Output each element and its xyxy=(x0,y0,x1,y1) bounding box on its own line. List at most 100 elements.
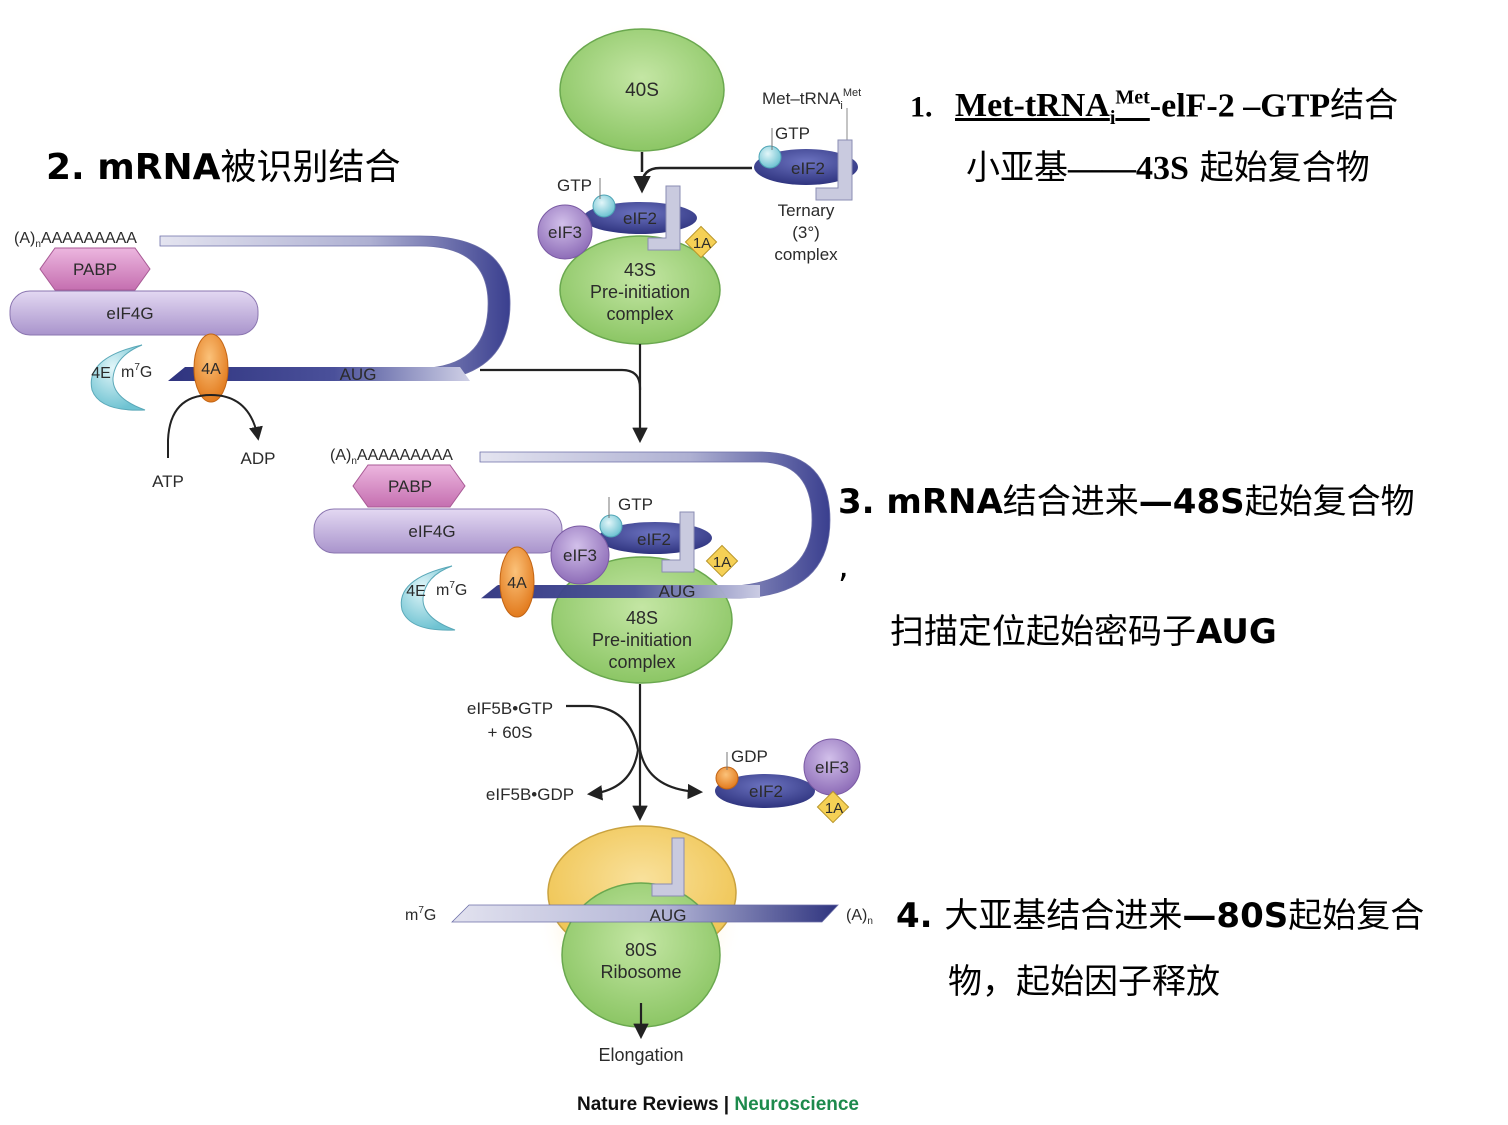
eif4a-2-label: 4A xyxy=(201,361,221,378)
note-step1: 1. Met-tRNAiMet-elF-2 –GTP结合 小亚基——43S 起始… xyxy=(910,78,1398,189)
released-gdp-ball xyxy=(715,766,739,790)
eif4g-2 xyxy=(9,290,259,336)
eif4g-2-label: eIF4G xyxy=(106,304,153,323)
note-step1-met-trna: Met-tRNAiMet xyxy=(955,87,1150,130)
complex-43s-line2: Pre-initiation xyxy=(590,282,690,302)
aug-3-label: AUG xyxy=(659,582,696,601)
polya-3-label: (A)nAAAAAAAAA xyxy=(330,447,453,467)
ribosome-80s-line2: Ribosome xyxy=(600,962,681,982)
credit-section: Neuroscience xyxy=(734,1094,860,1115)
mrna-80s xyxy=(451,904,839,923)
ternary-eif2-label: eIF2 xyxy=(791,159,825,178)
note-step1-cn: 结合 xyxy=(1330,85,1399,126)
aug-80s-label: AUG xyxy=(650,906,687,925)
step3-group: AUG (A)nAAAAAAAAA PABP eIF4G eIF3 GTP eI… xyxy=(313,447,831,691)
note-step2: 2. mRNA被识别结合 xyxy=(46,146,401,190)
eif4e-2 xyxy=(90,344,146,411)
eif4a-2 xyxy=(193,333,229,403)
eif3-43s xyxy=(537,204,593,260)
eif4e-3-label: 4E xyxy=(406,583,426,600)
ternary-complex-line3: complex xyxy=(774,245,838,264)
step4-group: eIF5B•GTP + 60S eIF5B•GDP GDP eIF2 eIF3 … xyxy=(405,684,873,1065)
arrow-eif5b-out xyxy=(586,749,640,801)
released-eif1a xyxy=(816,790,850,824)
pabp-3 xyxy=(352,464,466,508)
arrow-eif5b-in xyxy=(566,704,640,751)
arrow-factors-out xyxy=(638,749,704,800)
pabp-2 xyxy=(39,247,151,291)
eif1a-43s xyxy=(684,225,718,259)
eif4a-3 xyxy=(499,546,535,618)
note-step1-43s: 43S xyxy=(1136,150,1189,188)
ternary-trna-shape xyxy=(815,139,853,201)
figure-credit: Nature Reviews | Neuroscience xyxy=(577,1094,859,1116)
cap-3-label: m7G xyxy=(436,580,467,599)
eif3-48s xyxy=(550,525,610,585)
note-step4-line2: 物，起始因子释放 xyxy=(948,962,1220,1002)
complex-48s-line3: complex xyxy=(608,652,675,672)
note-step3-line2: 扫描定位起始密码子AUG xyxy=(890,610,1415,654)
trna-48s xyxy=(661,511,695,573)
note-step4-cn2: 起始复合 xyxy=(1288,896,1425,936)
trna-43s xyxy=(647,185,681,251)
mrna-lower-2 xyxy=(168,367,470,381)
eif1a-43s-label: 1A xyxy=(693,235,711,252)
note-step1-dash: —— xyxy=(1068,150,1136,188)
credit-journal: Nature Reviews xyxy=(577,1094,719,1115)
note-step4: 4. 大亚基结合进来—80S起始复合 物，起始因子释放 xyxy=(896,894,1424,1004)
ternary-gtp-ball xyxy=(758,145,782,169)
note-step4-line1: 4. 大亚基结合进来—80S起始复合 xyxy=(896,894,1424,938)
released-eif1a-label: 1A xyxy=(825,800,843,817)
eif4e-3 xyxy=(400,565,456,631)
polya-2-label: (A)nAAAAAAAAA xyxy=(14,230,137,250)
credit-separator: | xyxy=(718,1094,735,1115)
adp-label: ADP xyxy=(241,449,276,468)
note-step3-aug: AUG xyxy=(1196,612,1277,652)
note-step1-number: 1. xyxy=(910,90,933,124)
note-step1-complex: 起始复合物 xyxy=(1188,148,1370,189)
complex-43s-line1: 43S xyxy=(624,260,656,280)
note-step1-small-subunit: 小亚基 xyxy=(966,148,1068,189)
note-step2-cn: 被识别结合 xyxy=(220,147,401,188)
cap-80s-label: m7G xyxy=(405,905,436,924)
eif4g-3-label: eIF4G xyxy=(408,522,455,541)
subunit-40s xyxy=(559,28,725,152)
eif2-43s-label: eIF2 xyxy=(623,209,657,228)
eif4e-2-label: 4E xyxy=(91,365,111,382)
gtp-48s-label: GTP xyxy=(618,495,653,514)
eif4a-3-label: 4A xyxy=(507,575,527,592)
ternary-complex-line1: Ternary xyxy=(778,201,835,220)
ribosome-80s-line1: 80S xyxy=(625,940,657,960)
polya-80s-label: (A)n xyxy=(846,907,873,927)
gtp-43s-label: GTP xyxy=(557,176,592,195)
label-40s: 40S xyxy=(625,80,659,101)
note-step4-bold2: —80S xyxy=(1182,896,1289,936)
gtp-ball-48s xyxy=(599,514,623,538)
eif1a-48s xyxy=(705,544,739,578)
complex-43s-line3: complex xyxy=(606,304,673,324)
gtp-ball-43s xyxy=(592,194,616,218)
arrow-to-48s xyxy=(480,368,648,444)
note-step3-cn2: 起始复合物 xyxy=(1244,482,1415,522)
step1-group: 40S Met–tRNAiMet GTP eIF2 Ternary (3°) c… xyxy=(537,20,861,352)
released-eif2 xyxy=(715,774,815,808)
eif1a-48s-label: 1A xyxy=(713,554,731,571)
eif4g-3 xyxy=(313,508,563,554)
step2-group: AUG (A)nAAAAAAAAA PABP eIF4G 4E m7G 4A A… xyxy=(9,230,648,491)
note-step3-line1: 3. mRNA结合进来—48S起始复合物 xyxy=(838,480,1415,524)
complex-48s-line1: 48S xyxy=(626,608,658,628)
join-arrow-ternary xyxy=(633,166,752,194)
note-step3-bold2: —48S xyxy=(1138,482,1245,522)
elongation-label: Elongation xyxy=(598,1045,683,1065)
note-step3-bold1: 3. mRNA xyxy=(838,482,1003,522)
label-met-trna: Met–tRNAiMet xyxy=(762,87,861,112)
pabp-2-label: PABP xyxy=(73,260,117,279)
released-eif2-label: eIF2 xyxy=(749,782,783,801)
plus-60s-label: + 60S xyxy=(488,723,533,742)
note-step1-line1: 1. Met-tRNAiMet-elF-2 –GTP结合 xyxy=(910,78,1398,138)
eif3-43s-label: eIF3 xyxy=(548,223,582,242)
pabp-3-label: PABP xyxy=(388,477,432,496)
cap-2-label: m7G xyxy=(121,362,152,381)
aug-2-label: AUG xyxy=(340,365,377,384)
